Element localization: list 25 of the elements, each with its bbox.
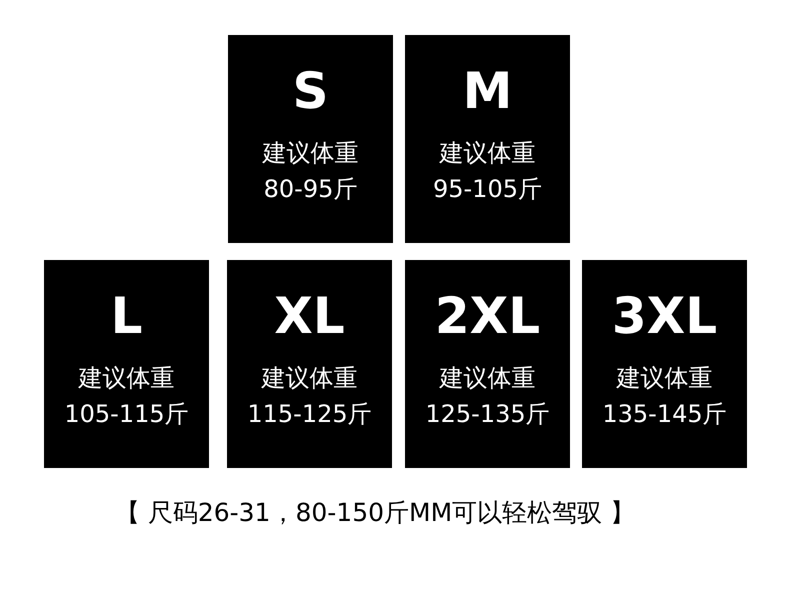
weight-range: 115-125斤 — [247, 399, 372, 430]
size-card — [228, 35, 393, 243]
size-label: M — [462, 61, 512, 121]
weight-range: 135-145斤 — [602, 399, 727, 430]
size-label: S — [292, 61, 328, 121]
size-label: XL — [274, 286, 345, 346]
note-text: 【 尺码26-31，80-150斤MM可以轻松驾驭 】 — [114, 497, 636, 529]
weight-range: 95-105斤 — [432, 174, 542, 205]
size-card — [405, 35, 570, 243]
size-card — [405, 260, 570, 468]
size-label: L — [110, 286, 142, 346]
weight-caption: 建议体重 — [440, 363, 536, 394]
weight-caption: 建议体重 — [616, 363, 712, 394]
weight-range: 105-115斤 — [64, 399, 189, 430]
weight-caption: 建议体重 — [262, 138, 358, 169]
size-card — [44, 260, 209, 468]
size-label: 3XL — [612, 286, 718, 346]
size-label: 2XL — [434, 286, 540, 346]
size-card — [582, 260, 747, 468]
size-card — [227, 260, 392, 468]
weight-caption: 建议体重 — [78, 363, 174, 394]
weight-range: 125-135斤 — [425, 399, 550, 430]
weight-range: 80-95斤 — [264, 174, 358, 205]
weight-caption: 建议体重 — [262, 363, 358, 394]
weight-caption: 建议体重 — [440, 138, 536, 169]
